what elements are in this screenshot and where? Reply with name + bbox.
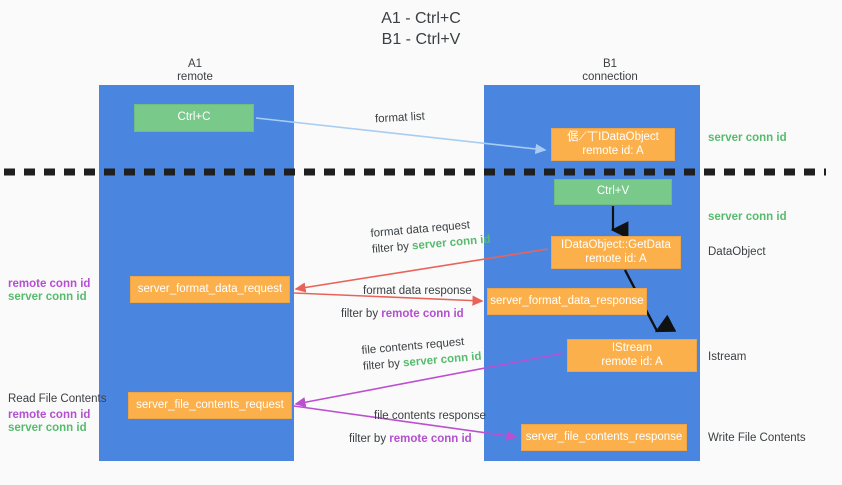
label-server-conn-id-mid: server conn id bbox=[708, 211, 787, 223]
title-line-1: A1 - Ctrl+C bbox=[381, 10, 461, 27]
column-header-b1: B1 connection bbox=[530, 58, 690, 84]
box-server-file-contents-response[interactable]: server_file_contents_response bbox=[521, 424, 687, 451]
box-server-file-contents-response-label: server_file_contents_response bbox=[525, 430, 683, 443]
box-ctrl-v[interactable]: Ctrl+V bbox=[554, 179, 672, 205]
box-istream[interactable]: IStream remote id: A bbox=[567, 339, 697, 372]
box-ole-idataobject-line2: remote id: A bbox=[582, 144, 644, 157]
box-istream-line1: IStream bbox=[611, 342, 653, 354]
label-istream: Istream bbox=[708, 351, 747, 363]
label-file-contents-response-text: file contents response bbox=[374, 410, 486, 422]
title-line-2: B1 - Ctrl+V bbox=[381, 31, 461, 48]
page-title: A1 - Ctrl+C B1 - Ctrl+V bbox=[0, 8, 842, 50]
label-server-conn-id-filter-1: server conn id bbox=[411, 233, 491, 253]
label-format-data-response-text: format data response bbox=[363, 285, 472, 297]
column-header-a1: A1 remote bbox=[130, 58, 260, 84]
label-remote-conn-id-left-1: remote conn id bbox=[8, 278, 91, 290]
column-header-a1-name: A1 bbox=[187, 58, 203, 70]
box-server-format-data-request[interactable]: server_format_data_request bbox=[130, 276, 290, 303]
label-left-conn-ids-bottom: remote conn id server conn id bbox=[8, 409, 90, 435]
column-header-b1-sub: connection bbox=[582, 71, 638, 83]
label-read-file-contents: Read File Contents bbox=[8, 393, 107, 405]
label-file-contents-request: file contents request filter by server c… bbox=[361, 334, 482, 374]
box-ole-idataobject[interactable]: 倨⟋丅IDataObject remote id: A bbox=[551, 128, 675, 161]
label-remote-conn-id-left-2: remote conn id bbox=[8, 409, 91, 421]
label-dataobject: DataObject bbox=[708, 246, 766, 258]
label-format-data-response: format data response filter by remote co… bbox=[341, 284, 472, 321]
box-ole-idataobject-line1: 倨⟋丅IDataObject bbox=[567, 131, 659, 143]
label-remote-conn-id-filter-2: remote conn id bbox=[381, 308, 464, 320]
box-server-file-contents-request-label: server_file_contents_request bbox=[136, 398, 284, 411]
label-format-list: format list bbox=[374, 110, 426, 126]
label-write-file-contents: Write File Contents bbox=[708, 432, 806, 444]
box-idataobject-getdata-line2: remote id: A bbox=[585, 252, 647, 265]
label-filter-by-1: filter by bbox=[371, 240, 410, 256]
column-header-b1-name: B1 bbox=[602, 58, 618, 70]
box-istream-line2: remote id: A bbox=[601, 355, 663, 368]
label-server-conn-id-top: server conn id bbox=[708, 132, 787, 144]
column-header-a1-sub: remote bbox=[177, 71, 213, 83]
box-idataobject-getdata-line1: IDataObject::GetData bbox=[561, 239, 671, 251]
label-server-conn-id-left-2: server conn id bbox=[8, 422, 87, 434]
label-format-data-request: format data request filter by server con… bbox=[370, 217, 491, 257]
box-server-format-data-response[interactable]: server_format_data_response bbox=[487, 288, 647, 315]
box-ctrl-c[interactable]: Ctrl+C bbox=[134, 104, 254, 132]
label-remote-conn-id-filter-4: remote conn id bbox=[389, 433, 472, 445]
label-filter-by-3: filter by bbox=[362, 357, 401, 373]
label-filter-by-2: filter by bbox=[341, 308, 379, 320]
label-server-conn-id-filter-3: server conn id bbox=[402, 350, 482, 370]
box-ctrl-c-label: Ctrl+C bbox=[177, 111, 211, 124]
box-ctrl-v-label: Ctrl+V bbox=[596, 185, 630, 198]
box-server-format-data-request-label: server_format_data_request bbox=[137, 282, 283, 295]
label-filter-by-4: filter by bbox=[349, 433, 387, 445]
box-idataobject-getdata[interactable]: IDataObject::GetData remote id: A bbox=[551, 236, 681, 269]
label-server-conn-id-left-1: server conn id bbox=[8, 291, 87, 303]
box-server-file-contents-request[interactable]: server_file_contents_request bbox=[128, 392, 292, 419]
label-left-conn-ids-top: remote conn id server conn id bbox=[8, 278, 90, 304]
box-server-format-data-response-label: server_format_data_response bbox=[490, 294, 644, 307]
label-file-contents-response: file contents response filter by remote … bbox=[349, 409, 486, 446]
